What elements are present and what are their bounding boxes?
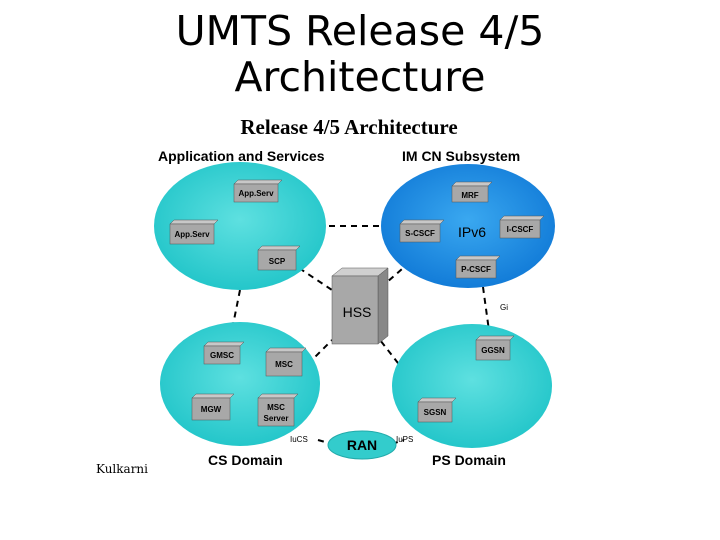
- cs-domain-region: [160, 322, 320, 446]
- diagram-title: Release 4/5 Architecture: [240, 115, 457, 139]
- gi-interface-label: Gi: [500, 303, 508, 312]
- line-hss-to-ps: [379, 339, 406, 373]
- ran-node: RAN: [327, 430, 397, 460]
- slide-title: UMTS Release 4/5 Architecture: [0, 8, 720, 100]
- svg-text:MSC: MSC: [267, 403, 285, 412]
- hss-label: HSS: [343, 304, 372, 320]
- node-mgw: MGW: [191, 393, 235, 421]
- hss-server: HSS: [331, 267, 389, 345]
- node-p-cscf: P-CSCF: [455, 255, 501, 279]
- node-s-cscf: S-CSCF: [399, 219, 445, 243]
- svg-text:MRF: MRF: [461, 191, 478, 200]
- svg-text:S-CSCF: S-CSCF: [405, 229, 435, 238]
- im-cn-label: IM CN Subsystem: [402, 148, 520, 164]
- ipv6-label: IPv6: [458, 224, 486, 240]
- node-gmsc: GMSC: [203, 341, 245, 365]
- ran-label: RAN: [347, 437, 377, 453]
- line-hss-to-app: [289, 261, 333, 291]
- app-services-label: Application and Services: [158, 148, 325, 164]
- slide-title-line1: UMTS Release 4/5: [175, 7, 545, 55]
- svg-text:P-CSCF: P-CSCF: [461, 265, 491, 274]
- svg-text:MGW: MGW: [201, 405, 222, 414]
- ps-domain-region: [392, 324, 552, 448]
- im-cn-region: [381, 164, 555, 288]
- node-i-cscf: I-CSCF: [499, 215, 545, 239]
- iucs-interface-label: IuCS: [290, 435, 308, 444]
- svg-text:Server: Server: [264, 414, 289, 423]
- line-imcn-to-ps: [482, 286, 491, 339]
- svg-text:MSC: MSC: [275, 360, 293, 369]
- node-appserv-2: App.Serv: [169, 219, 219, 245]
- svg-text:I-CSCF: I-CSCF: [507, 225, 534, 234]
- slide-title-line2: Architecture: [234, 53, 486, 101]
- svg-text:GGSN: GGSN: [481, 346, 505, 355]
- svg-text:App.Serv: App.Serv: [238, 189, 274, 198]
- iups-interface-label: IuPS: [396, 435, 413, 444]
- node-msc-server: MSC Server: [257, 393, 299, 427]
- svg-text:SGSN: SGSN: [424, 408, 447, 417]
- line-hss-to-cs: [299, 339, 333, 373]
- ps-domain-label: PS Domain: [432, 452, 506, 468]
- node-appserv-1: App.Serv: [233, 179, 283, 203]
- node-sgsn: SGSN: [417, 397, 457, 423]
- svg-text:GMSC: GMSC: [210, 351, 234, 360]
- node-msc: MSC: [265, 347, 307, 377]
- node-mrf: MRF: [451, 181, 493, 203]
- node-scp: SCP: [257, 245, 301, 271]
- svg-text:SCP: SCP: [269, 257, 286, 266]
- cs-domain-label: CS Domain: [208, 452, 283, 468]
- svg-text:App.Serv: App.Serv: [174, 230, 210, 239]
- footer-author: Kulkarni: [96, 462, 148, 476]
- node-ggsn: GGSN: [475, 335, 515, 361]
